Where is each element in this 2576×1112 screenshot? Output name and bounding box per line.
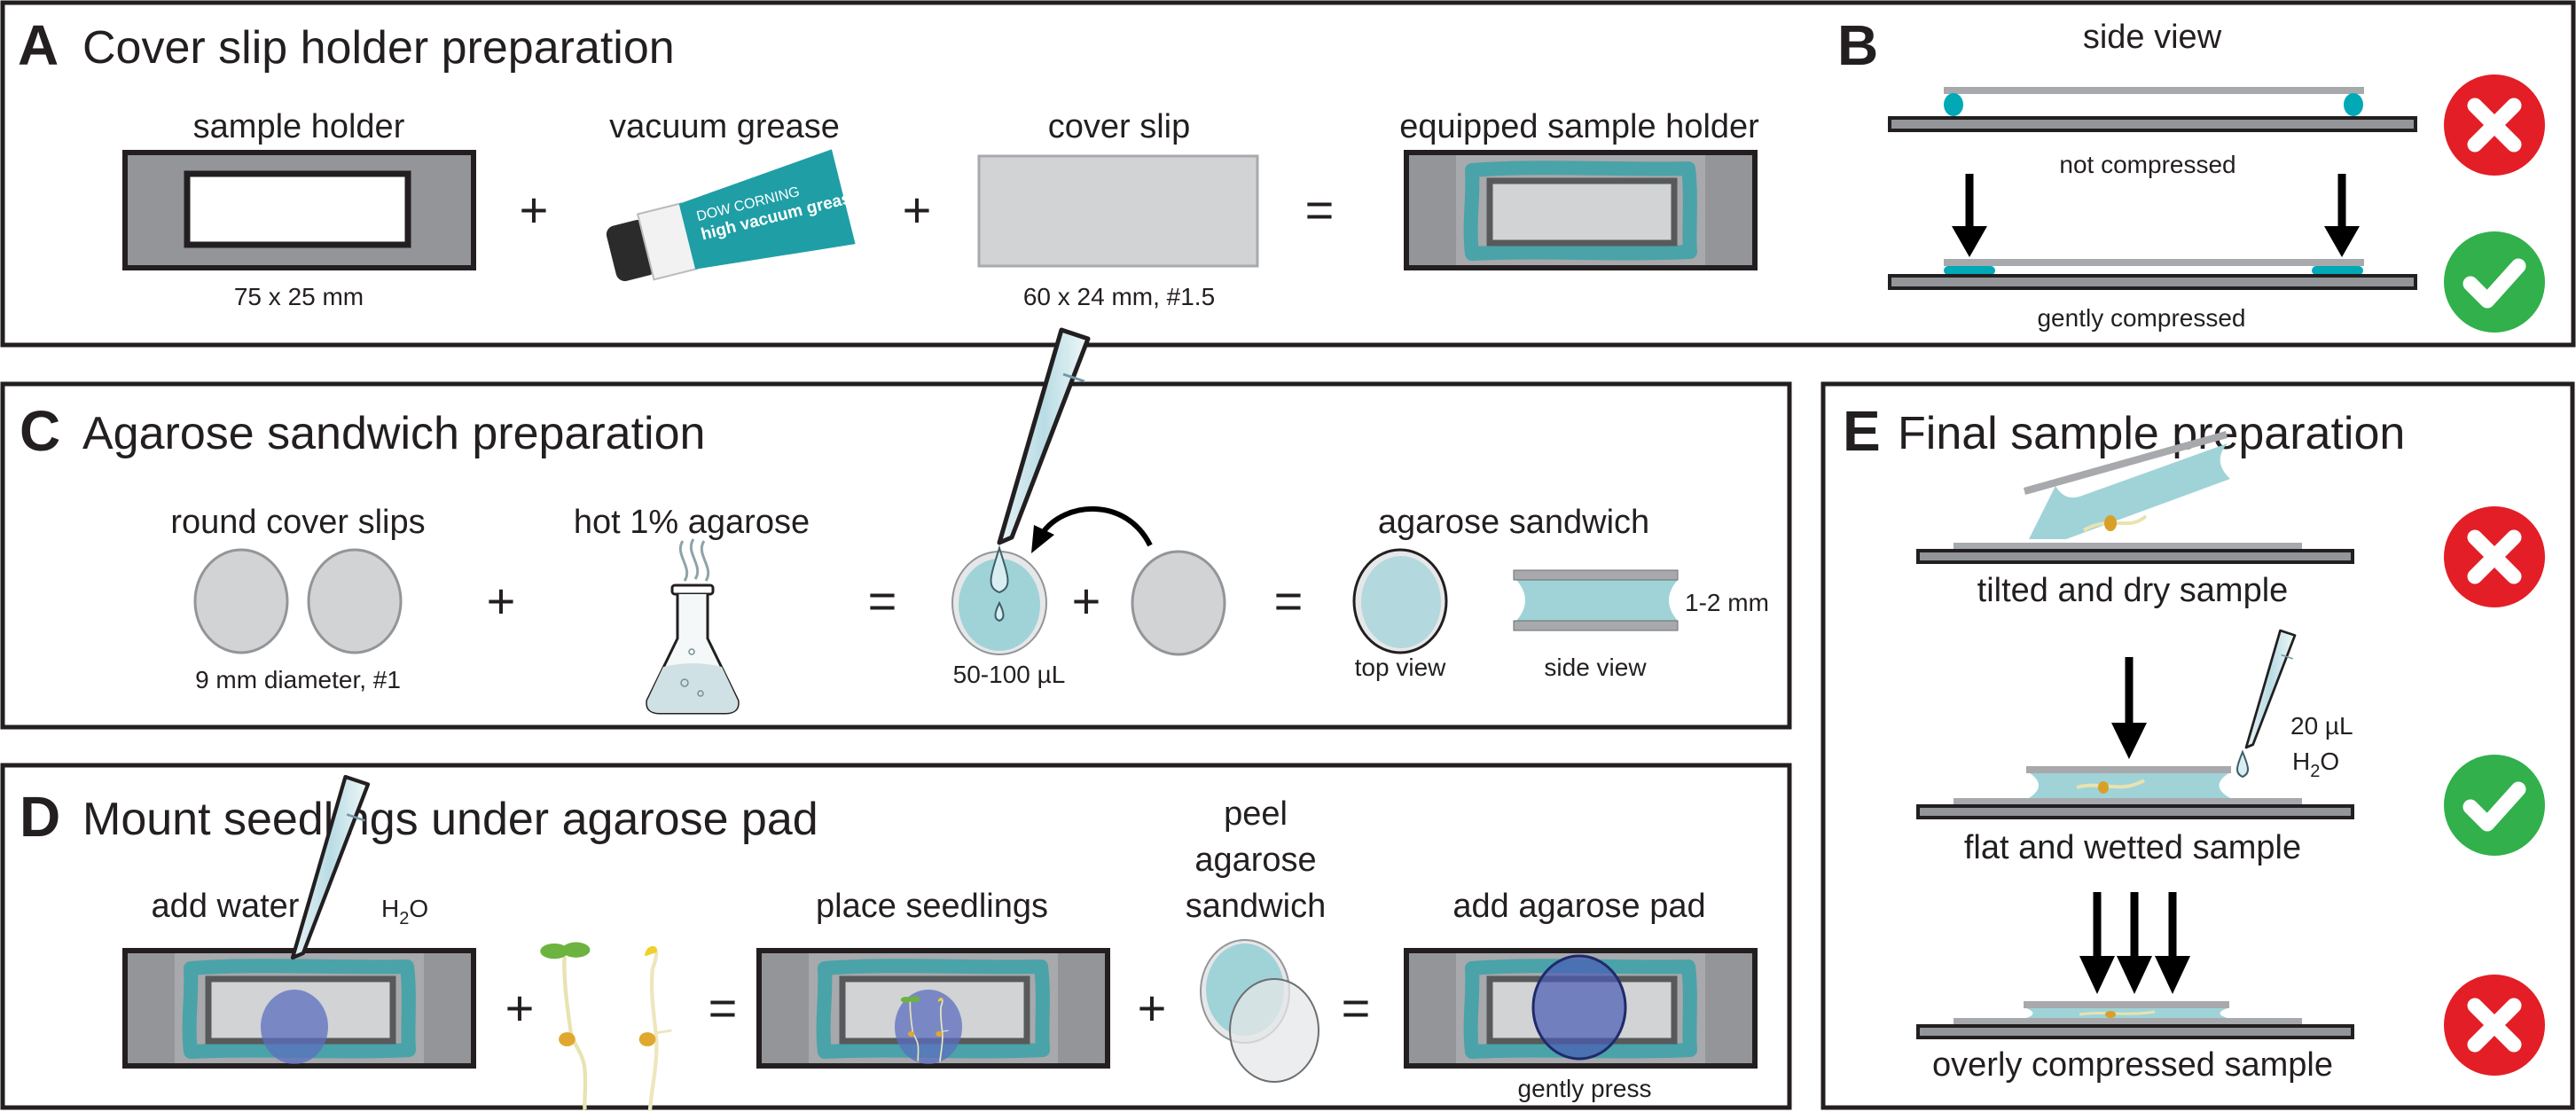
- drop-volume-caption: 50-100 µL: [953, 661, 1066, 688]
- plus-operator: +: [487, 573, 516, 629]
- peel-label-line: agarose: [1194, 842, 1316, 879]
- panel-d-letter: D: [20, 785, 60, 849]
- cover-slip-illustration: [977, 154, 1259, 268]
- flip-arrow-icon: [1039, 506, 1153, 547]
- agarose-drop-illustration: [951, 544, 1047, 655]
- x-icon: [2444, 506, 2545, 607]
- sandwich-thickness: 1-2 mm: [1685, 589, 1769, 616]
- equals-operator: =: [1274, 573, 1304, 629]
- x-icon: [2444, 975, 2545, 1076]
- panel-a: A Cover slip holder preparation sample h…: [0, 0, 2576, 348]
- water-formula: H2O: [381, 895, 428, 928]
- panel-e: E Final sample preparation tilted and dr…: [1820, 381, 2575, 1110]
- check-icon: [2444, 755, 2545, 856]
- add-agarose-pad-label: add agarose pad: [1452, 888, 1705, 925]
- strong-press-arrows-icon: [2079, 892, 2190, 994]
- peel-label-line: sandwich: [1186, 888, 1326, 925]
- gently-press-caption: gently press: [1518, 1075, 1652, 1102]
- round-slips-caption: 9 mm diameter, #1: [195, 666, 401, 693]
- not-compressed-label: not compressed: [2059, 151, 2235, 178]
- panel-c-letter: C: [20, 399, 60, 463]
- water-formula: H2O: [2292, 748, 2339, 781]
- side-view-caption: side view: [1544, 654, 1647, 681]
- peel-label-line: peel: [1224, 795, 1288, 833]
- not-compressed-diagram: [1888, 87, 2417, 132]
- panel-e-border: [1820, 381, 2575, 1110]
- sandwich-side-view: [1513, 569, 1679, 631]
- plus-operator: +: [1072, 573, 1101, 629]
- agarose-sandwich-label: agarose sandwich: [1378, 504, 1649, 541]
- panel-d-border: [0, 763, 1792, 1110]
- panel-c-border: [0, 381, 1792, 730]
- round-slips-label: round cover slips: [170, 504, 425, 541]
- water-droplet-icon: [2236, 749, 2249, 779]
- overly-compressed-label: overly compressed sample: [1932, 1046, 2333, 1084]
- water-drop: [261, 990, 328, 1064]
- equals-operator: =: [1342, 980, 1371, 1036]
- gently-compressed-label: gently compressed: [2037, 304, 2245, 332]
- add-water-label: add water: [152, 888, 300, 925]
- agarose-pad: [1531, 954, 1627, 1061]
- flat-sample-diagram: [1916, 766, 2354, 819]
- vacuum-grease-tube-icon: DOW CORNING high vacuum grease: [606, 149, 862, 281]
- equals-operator: =: [1305, 182, 1335, 238]
- panel-d-title: Mount seedlings under agarose pad: [82, 794, 818, 845]
- flip-arrow-head-icon: [1031, 525, 1054, 553]
- vacuum-grease-label: vacuum grease: [609, 108, 840, 145]
- flask-icon: [646, 538, 740, 715]
- seedling-icon: [540, 943, 590, 1110]
- water-drop: [895, 990, 962, 1064]
- round-cover-slip: [1131, 550, 1226, 656]
- round-cover-slip: [193, 548, 289, 654]
- panel-d: D Mount seedlings under agarose pad add …: [0, 763, 1792, 1111]
- compress-arrow-icon: [2324, 174, 2360, 257]
- seedling-icon: [639, 946, 672, 1111]
- flat-sample-label: flat and wetted sample: [1964, 829, 2301, 866]
- plus-operator: +: [505, 980, 535, 1036]
- panel-b: B side view not compressed gently compre…: [1837, 13, 2545, 333]
- tilted-sample-label: tilted and dry sample: [1977, 572, 2289, 609]
- sample-holder-illustration: [122, 150, 476, 270]
- plus-operator: +: [1138, 980, 1167, 1036]
- place-seedlings-label: place seedlings: [816, 888, 1048, 925]
- gently-compressed-diagram: [1888, 259, 2417, 290]
- panel-a-letter: A: [18, 13, 59, 77]
- round-cover-slip: [307, 548, 403, 654]
- water-volume: 20 µL: [2290, 712, 2353, 740]
- equipped-holder-label: equipped sample holder: [1399, 108, 1759, 145]
- panel-a-title: Cover slip holder preparation: [82, 22, 675, 74]
- agarose-label: hot 1% agarose: [574, 504, 810, 541]
- panel-c: C Agarose sandwich preparation round cov…: [0, 330, 1792, 730]
- cover-slip-label: cover slip: [1048, 108, 1191, 145]
- sample-holder-size: 75 x 25 mm: [234, 283, 364, 310]
- panel-e-title: Final sample preparation: [1898, 408, 2405, 459]
- panel-b-letter: B: [1837, 13, 1878, 77]
- pipette-tip-icon: [2244, 629, 2297, 749]
- plus-operator: +: [520, 182, 549, 238]
- panel-e-letter: E: [1843, 399, 1881, 463]
- compressed-sample-diagram: [1916, 1001, 2354, 1039]
- panel-c-title: Agarose sandwich preparation: [82, 408, 705, 459]
- panel-b-title: side view: [2083, 19, 2222, 56]
- tilted-sample-diagram: [1916, 431, 2354, 564]
- equals-operator: =: [868, 573, 897, 629]
- check-icon: [2444, 231, 2545, 333]
- plus-operator: +: [903, 182, 932, 238]
- press-arrow-icon: [2111, 657, 2147, 759]
- equipped-holder-illustration: [1406, 153, 1755, 268]
- sandwich-top-view: [1352, 548, 1448, 654]
- top-view-caption: top view: [1355, 654, 1446, 681]
- panel-a-border: [0, 0, 2576, 348]
- x-icon: [2444, 74, 2545, 176]
- compress-arrow-icon: [1952, 174, 1987, 257]
- sample-holder-label: sample holder: [193, 108, 405, 145]
- equals-operator: =: [709, 980, 738, 1036]
- cover-slip-size: 60 x 24 mm, #1.5: [1023, 283, 1215, 310]
- peeled-sandwich-illustration: [1200, 939, 1319, 1083]
